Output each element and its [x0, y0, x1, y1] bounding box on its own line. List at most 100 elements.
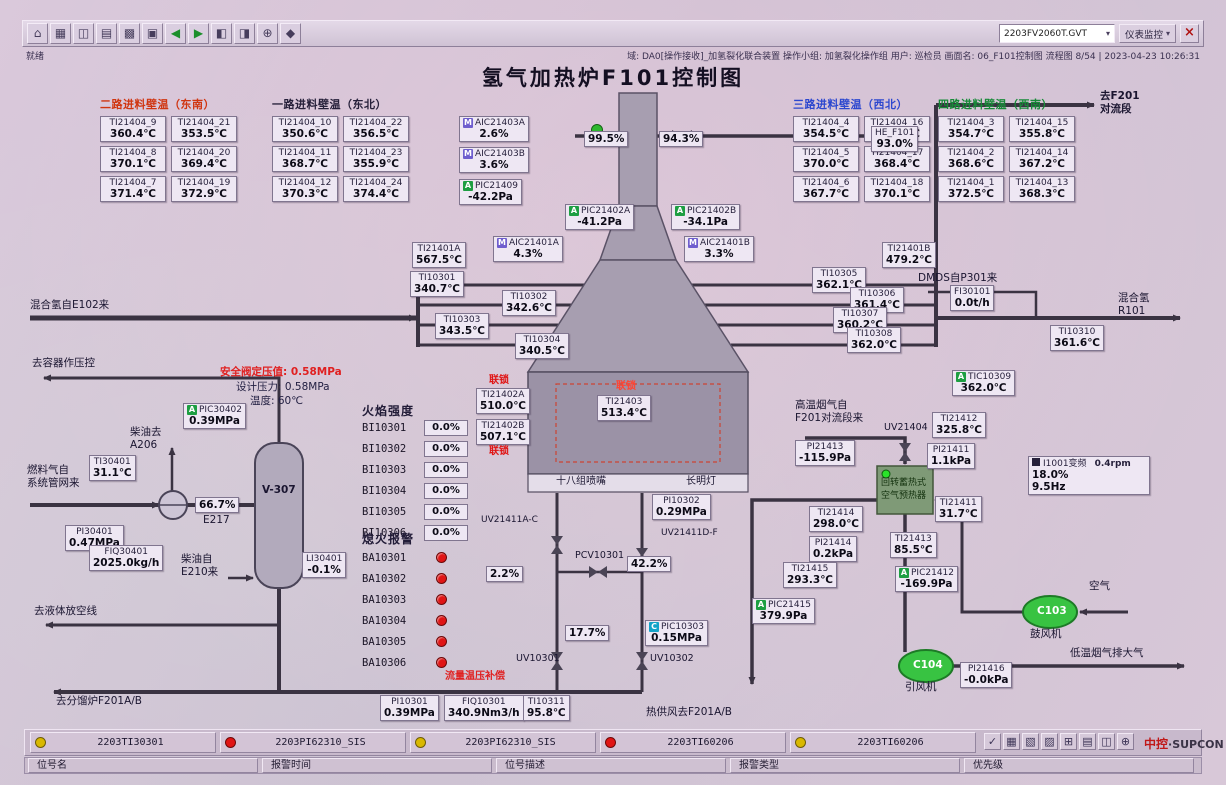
screen-file-value: 2203FV2060T.GVT [1003, 28, 1088, 39]
vessel-V307 [254, 442, 304, 589]
flameout-tag-BA10301: BA10301 [362, 552, 407, 564]
page-next-icon[interactable]: ◨ [234, 23, 255, 44]
uv21411ac-valve-icon[interactable] [551, 536, 563, 545]
column-header-2: 报警时间 [262, 758, 492, 773]
window-icon[interactable]: ◫ [1098, 733, 1115, 750]
label-c104: C104 [913, 659, 943, 671]
print-icon[interactable]: ⊞ [1060, 733, 1077, 750]
mode-badge-A: A [956, 372, 966, 382]
label-ranliaoqi: 燃料气自 系统管网来 [27, 464, 80, 489]
report-list-icon[interactable]: ▤ [1079, 733, 1096, 750]
flame-tag-BI10303: BI10303 [362, 464, 407, 476]
instrument-v422[interactable]: 42.2% [627, 556, 672, 572]
instrument-v667[interactable]: 66.7% [195, 497, 240, 513]
alarm-entry-4[interactable]: 2203TI60206 [600, 732, 786, 753]
vfd-percent: 18.0% [1032, 469, 1069, 481]
flameout-indicator-BA10305 [436, 636, 447, 647]
instrument-v177[interactable]: 17.7% [565, 625, 610, 641]
uv21411df-valve-icon[interactable] [636, 548, 648, 557]
ack-icon[interactable]: ✓ [984, 733, 1001, 750]
vfd-hz: 9.5Hz [1032, 481, 1066, 493]
mode-badge-A: A [463, 181, 473, 191]
forward-icon[interactable]: ▶ [188, 23, 209, 44]
ready-status: 就绪 [26, 52, 45, 62]
report-icon[interactable]: ▣ [142, 23, 163, 44]
mode-badge-A: A [675, 206, 685, 216]
tools-icon[interactable]: ◆ [280, 23, 301, 44]
trend-icon[interactable]: ▤ [96, 23, 117, 44]
home-icon[interactable]: ⌂ [27, 23, 48, 44]
alarm-entry-5[interactable]: 2203TI60206 [790, 732, 976, 753]
temp-group-title-4: 四路进料壁温（西南） [938, 98, 1053, 111]
alarm-entry-2[interactable]: 2203PI62310_SIS [220, 732, 406, 753]
zoom-icon[interactable]: ⊕ [1117, 733, 1134, 750]
page-prev-icon[interactable]: ◧ [211, 23, 232, 44]
flameout-alarm-title: 熄火报警 [362, 532, 415, 546]
instrument-BI10303: 0.0% [424, 462, 468, 478]
label-preheater: 回转蓄热式 空气预热器 [881, 478, 927, 501]
alarm-list-icon[interactable]: ▩ [119, 23, 140, 44]
alarm-tag: 2203PI62310_SIS [465, 737, 556, 748]
instrument-v995[interactable]: 99.5% [584, 131, 629, 147]
flame-tag-BI10304: BI10304 [362, 485, 407, 497]
flameout-indicator-BA10303 [436, 594, 447, 605]
alarm-history-icon[interactable]: ▧ [1022, 733, 1039, 750]
label-gufengji: 鼓风机 [1030, 628, 1062, 640]
alarm-entry-1[interactable]: 2203TI30301 [30, 732, 216, 753]
pcv10301-valve-icon[interactable] [589, 566, 598, 578]
label-hunhe_e102: 混合氢自E102来 [30, 299, 110, 311]
overview-icon[interactable]: ▦ [50, 23, 71, 44]
graphic-icon[interactable]: ◫ [73, 23, 94, 44]
alarm-config-icon[interactable]: ▨ [1041, 733, 1058, 750]
close-button[interactable]: × [1180, 24, 1199, 43]
uv10301-valve-icon[interactable] [551, 652, 563, 661]
alarm-summary-icon[interactable]: ▦ [1003, 733, 1020, 750]
label-safe1: 安全阀定压值: 0.58MPa [220, 366, 342, 378]
vfd-rpm: 0.4rpm [1094, 459, 1131, 469]
label-qu_yeti: 去液体放空线 [34, 605, 97, 617]
flameout-indicator-BA10306 [436, 657, 447, 668]
screen-file-combobox[interactable]: 2203FV2060T.GVT ▾ [998, 24, 1115, 43]
session-info: 域: DA0[操作接收]_加氢裂化联合装置 操作小组: 加氢裂化操作组 用户: … [627, 52, 1200, 62]
label-diwen: 低温烟气排大气 [1070, 647, 1144, 659]
alarm-entry-3[interactable]: 2203PI62310_SIS [410, 732, 596, 753]
instrument-v22[interactable]: 2.2% [486, 566, 524, 582]
mode-badge-A: A [756, 600, 766, 610]
view-mode-dropdown[interactable]: 仪表监控 ▾ [1118, 24, 1176, 43]
page-title: 氢气加热炉F101控制图 [481, 66, 745, 90]
uv21404-valve-icon[interactable] [899, 443, 911, 452]
search-icon[interactable]: ⊕ [257, 23, 278, 44]
mode-badge-M: M [463, 118, 473, 128]
back-icon[interactable]: ◀ [165, 23, 186, 44]
instrument-v943[interactable]: 94.3% [659, 131, 704, 147]
uv10302-valve-icon[interactable] [636, 652, 648, 661]
vfd-status-icon [1032, 458, 1040, 466]
